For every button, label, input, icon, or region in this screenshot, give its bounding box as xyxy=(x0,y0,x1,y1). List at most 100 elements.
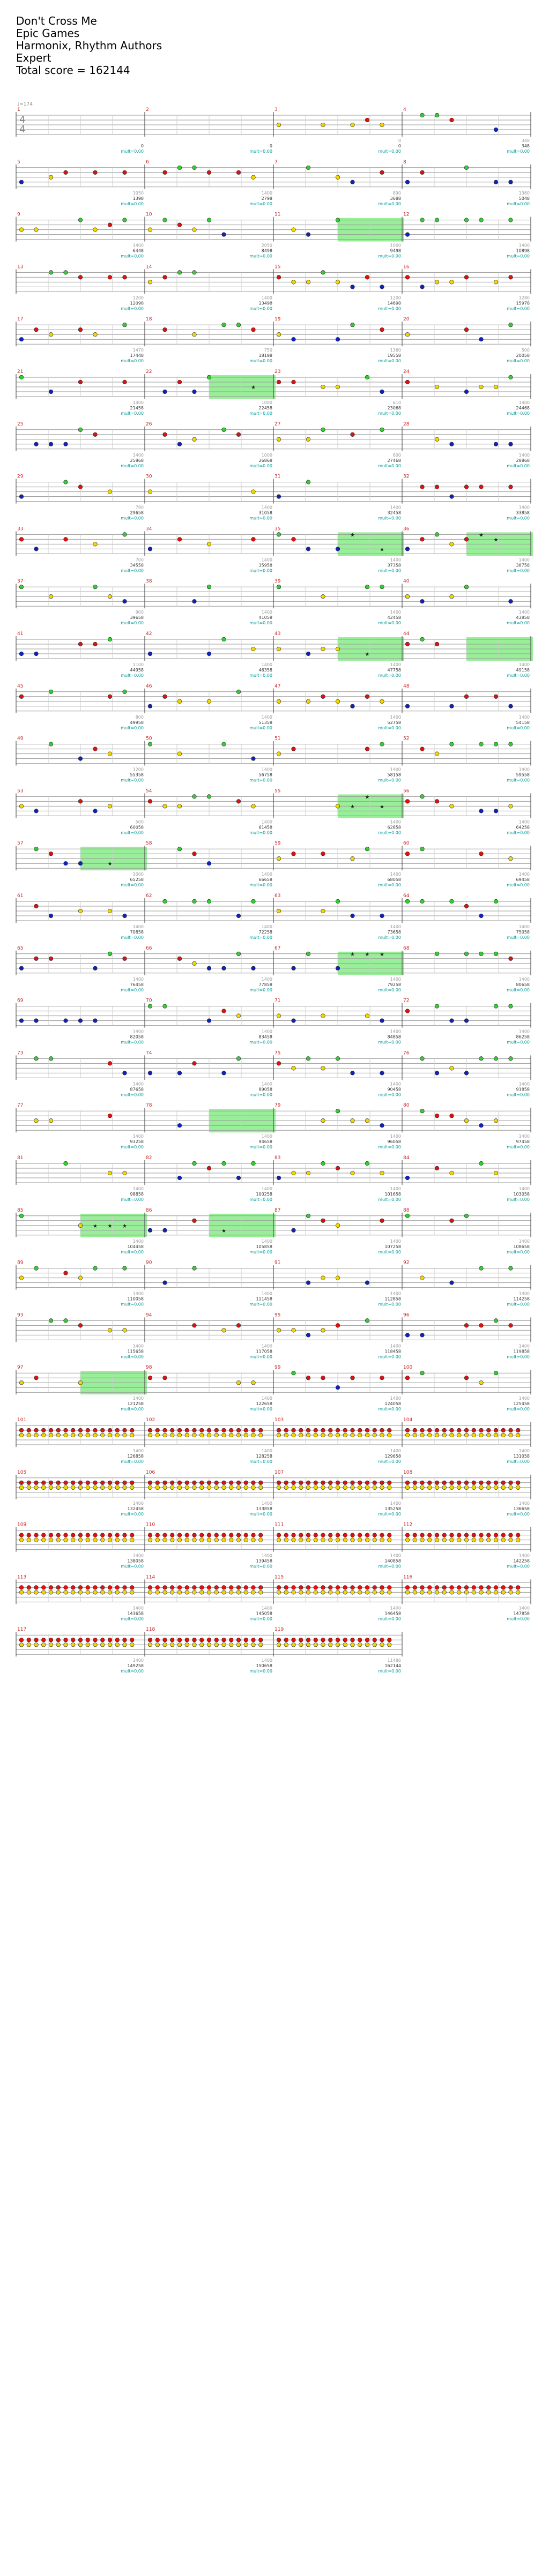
note-yellow xyxy=(335,1537,340,1542)
note-yellow xyxy=(501,1432,506,1438)
note-red xyxy=(479,852,484,856)
note-red xyxy=(350,1585,355,1590)
measure-cumulative-score: 27468 xyxy=(388,458,401,463)
note-green xyxy=(420,1109,425,1114)
measure-number: 43 xyxy=(274,631,280,637)
measure-cumulative-score: 59558 xyxy=(516,773,530,778)
note-red xyxy=(299,1585,303,1590)
note-yellow xyxy=(365,1590,370,1595)
note-red xyxy=(115,1480,120,1485)
note-red xyxy=(464,694,469,699)
note-red xyxy=(358,1585,362,1590)
measure-cumulative-score: 8498 xyxy=(262,249,272,253)
note-red xyxy=(291,746,296,751)
note-blue xyxy=(19,966,24,970)
note-blue xyxy=(122,913,127,919)
note-red xyxy=(350,432,355,437)
measure-cumulative-score: 6448 xyxy=(133,249,144,253)
measure-score-gain: 1400 xyxy=(262,1501,272,1506)
measure-number: 34 xyxy=(146,526,152,532)
multiplier-label: mult=0.00 xyxy=(121,1092,144,1097)
measure-cumulative-score: 150658 xyxy=(256,1663,272,1668)
note-yellow xyxy=(306,1642,311,1647)
note-red xyxy=(177,1533,182,1537)
multiplier-label: mult=0.00 xyxy=(121,411,144,416)
measure-cumulative-score: 146458 xyxy=(384,1611,401,1616)
note-red xyxy=(321,1480,325,1485)
note-green xyxy=(380,585,384,589)
note-red xyxy=(306,1480,311,1485)
note-red xyxy=(162,1533,167,1537)
note-yellow xyxy=(427,1432,432,1438)
note-red xyxy=(405,275,410,280)
note-green xyxy=(63,1318,68,1323)
measure-score-gain: 1400 xyxy=(133,1554,144,1558)
note-red xyxy=(508,1323,513,1328)
note-yellow xyxy=(34,1537,39,1542)
measure-cumulative-score: 18198 xyxy=(259,353,272,358)
note-green xyxy=(434,1004,440,1009)
measure-row: 2979029658mult=0.0030140031058mult=0.003… xyxy=(16,474,531,521)
note-red xyxy=(365,1480,370,1485)
note-blue xyxy=(34,442,39,446)
multiplier-label: mult=0.00 xyxy=(507,1302,530,1307)
note-yellow xyxy=(258,1485,263,1490)
note-red xyxy=(405,1009,410,1013)
measure-number: 111 xyxy=(274,1522,284,1528)
measure-row: 10mult=0.0020mult=0.00300mult=0.00434834… xyxy=(16,102,531,154)
note-red xyxy=(434,641,440,647)
note-yellow xyxy=(206,699,212,704)
measure-score-gain: 1400 xyxy=(390,1081,401,1086)
measure-cumulative-score: 118458 xyxy=(384,1349,401,1354)
note-red xyxy=(412,1533,417,1537)
note-red xyxy=(236,1428,241,1433)
note-blue xyxy=(306,1280,311,1285)
note-blue xyxy=(405,704,410,708)
note-blue xyxy=(380,1018,384,1023)
note-red xyxy=(199,1533,204,1537)
multiplier-label: mult=0.00 xyxy=(249,726,272,730)
measure-score-gain: 1000 xyxy=(133,872,144,877)
measure-number: 103 xyxy=(274,1417,284,1423)
note-yellow xyxy=(251,1537,256,1542)
measure-row: 3790039658mult=0.0038140041058mult=0.003… xyxy=(16,579,531,625)
note-red xyxy=(63,1271,68,1275)
measure-row: 1091400138058mult=0.001101400139458mult=… xyxy=(16,1522,531,1569)
note-red xyxy=(177,1428,182,1433)
note-red xyxy=(236,1480,241,1485)
note-red xyxy=(48,1480,54,1485)
note-red xyxy=(350,1533,355,1537)
note-red xyxy=(93,746,98,751)
note-red xyxy=(100,1638,105,1642)
measure-cumulative-score: 108658 xyxy=(513,1244,530,1249)
measure-number: 66 xyxy=(146,946,152,951)
note-yellow xyxy=(48,332,54,337)
measure-cumulative-score: 49958 xyxy=(130,720,144,725)
note-yellow xyxy=(365,1485,370,1490)
star-note: ★ xyxy=(251,385,256,391)
note-red xyxy=(19,694,24,699)
note-yellow xyxy=(115,1432,120,1438)
measure-number: 93 xyxy=(17,1312,23,1318)
multiplier-label: mult=0.00 xyxy=(249,1197,272,1202)
note-green xyxy=(206,218,212,222)
multiplier-label: mult=0.00 xyxy=(378,359,401,363)
note-blue xyxy=(34,809,39,813)
note-green xyxy=(206,585,212,589)
note-yellow xyxy=(291,1590,296,1595)
note-yellow xyxy=(328,1590,333,1595)
measure-number: 28 xyxy=(403,422,410,427)
note-red xyxy=(236,799,241,804)
note-red xyxy=(19,1585,24,1590)
note-yellow xyxy=(26,1537,31,1542)
note-red xyxy=(508,1533,513,1537)
measure-score-gain: 1400 xyxy=(262,715,272,720)
note-yellow xyxy=(78,1275,83,1280)
note-red xyxy=(184,1638,189,1642)
note-red xyxy=(107,1114,113,1118)
measure-score-gain: 1000 xyxy=(390,243,401,248)
note-red xyxy=(48,1585,54,1590)
note-blue xyxy=(508,442,513,446)
measure-score-gain: 900 xyxy=(136,610,144,615)
measure-number: 65 xyxy=(17,946,23,951)
